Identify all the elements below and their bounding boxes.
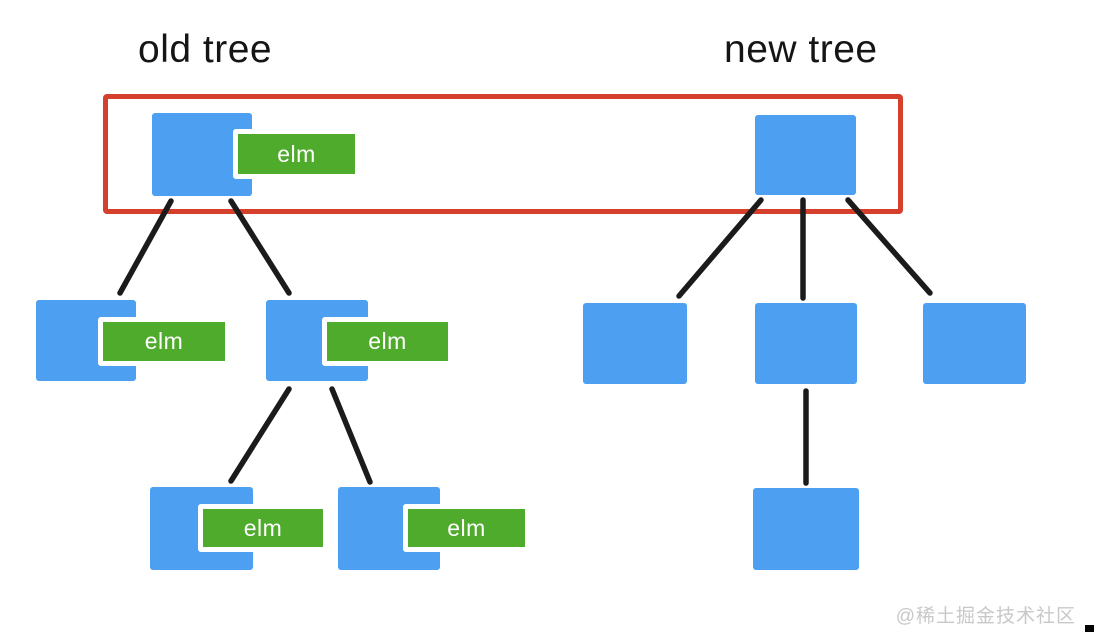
edge-old-root-child2: [228, 198, 292, 296]
new-tree-root-node: [755, 115, 856, 195]
elm-label: elm: [403, 504, 530, 552]
new-tree-child1-node: [583, 303, 687, 384]
root-highlight-box: [103, 94, 903, 214]
edge-old-child2-grandchild2: [329, 386, 373, 485]
edge-new-root-child1: [676, 197, 764, 299]
elm-label: elm: [233, 129, 360, 179]
elm-label: elm: [98, 317, 230, 366]
edge-old-root-child1: [117, 198, 174, 296]
elm-label: elm: [322, 317, 453, 366]
old-tree-title: old tree: [138, 28, 273, 71]
new-tree-child2-node: [755, 303, 857, 384]
elm-label: elm: [198, 504, 328, 552]
new-tree-title: new tree: [724, 28, 878, 71]
watermark: @稀土掘金技术社区: [895, 606, 1076, 627]
new-tree-grandchild1-node: [753, 488, 859, 570]
corner-dot: [1085, 625, 1094, 632]
new-tree-child3-node: [923, 303, 1026, 384]
edge-old-child2-grandchild1: [228, 386, 292, 484]
